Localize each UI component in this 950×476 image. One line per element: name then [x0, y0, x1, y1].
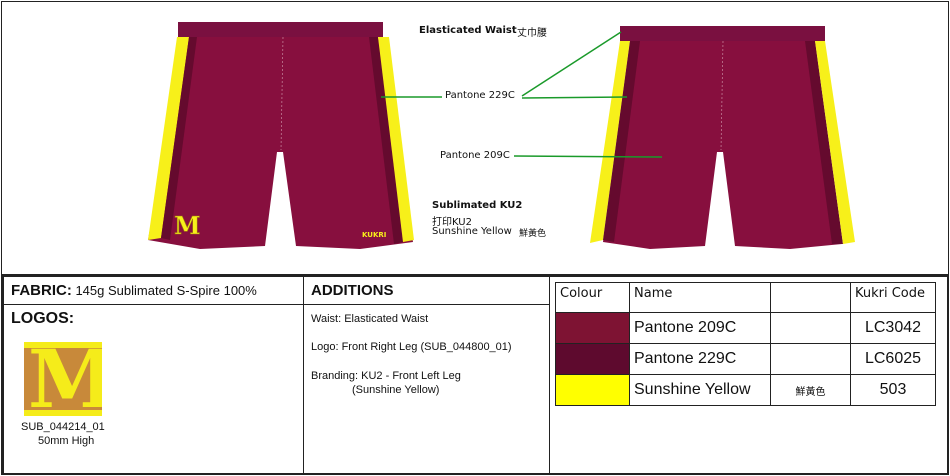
logo-swatch: M — [24, 342, 102, 416]
addition-logo: Logo: Front Right Leg (SUB_044800_01) — [311, 341, 512, 353]
colour-swatch — [555, 374, 630, 406]
header-colour: Colour — [555, 282, 630, 313]
waist-callout-cn: 丈巾腰 — [517, 28, 547, 39]
front-waistband — [178, 22, 383, 37]
fabric-label: FABRIC: — [11, 282, 72, 299]
header-name: Name — [629, 282, 771, 313]
branding-callout-1: Sublimated KU2 — [432, 200, 523, 211]
colour-swatch — [555, 312, 630, 344]
front-logo-m: M — [174, 211, 201, 240]
logo-code: SUB_044214_01 — [21, 421, 105, 433]
branding-callout-2: 打印KU2 — [432, 217, 472, 228]
back-right-yellow-stripe — [815, 41, 855, 244]
fabric-row: FABRIC: 145g Sublimated S-Spire 100% — [11, 282, 257, 299]
branding-callout-cn: 鮮黃色 — [519, 229, 547, 239]
pantone-229c-callout: Pantone 229C — [445, 90, 515, 101]
addition-waist: Waist: Elasticated Waist — [311, 313, 429, 325]
logo-size: 50mm High — [38, 435, 95, 447]
branding-callout-3: Sunshine Yellow — [432, 226, 512, 237]
back-shorts — [590, 26, 855, 249]
front-right-yellow-stripe — [378, 37, 414, 242]
colour-table: Colour Name Kukri Code Pantone 209C LC30… — [555, 282, 936, 406]
additions-title: ADDITIONS — [311, 282, 394, 299]
colour-table-cell — [549, 276, 948, 475]
table-row: Sunshine Yellow 鮮黃色 503 — [555, 374, 936, 406]
shorts-drawing: M KUKRI — [148, 22, 855, 249]
front-left-yellow-stripe — [148, 37, 189, 240]
colour-name: Sunshine Yellow — [629, 374, 771, 406]
logo-m: M — [28, 342, 102, 416]
logos-label: LOGOS: — [11, 310, 75, 327]
colour-code: 503 — [850, 374, 936, 406]
kukri-mark: KUKRI — [362, 231, 386, 239]
front-left-dark-stripe — [161, 37, 197, 240]
back-left-yellow-stripe — [590, 41, 630, 243]
fabric-value: 145g Sublimated S-Spire 100% — [75, 283, 257, 298]
addition-branding-colour: (Sunshine Yellow) — [352, 384, 440, 396]
callout-lines — [381, 31, 663, 158]
back-waistband — [620, 26, 825, 41]
pantone-209c-callout: Pantone 209C — [440, 150, 510, 161]
header-kukri-code: Kukri Code — [850, 282, 936, 313]
waist-callout: Elasticated Waist — [419, 25, 517, 36]
back-left-dark-stripe — [603, 41, 640, 242]
back-right-dark-stripe — [805, 41, 843, 244]
front-right-dark-stripe — [369, 37, 403, 244]
back-body — [603, 41, 842, 249]
colour-note: 鮮黃色 — [770, 374, 851, 406]
front-shorts: M KUKRI — [148, 22, 414, 249]
front-body — [148, 37, 413, 249]
addition-branding: Branding: KU2 - Front Left Leg — [311, 370, 461, 382]
table-header-row: Colour Name Kukri Code — [555, 282, 936, 313]
